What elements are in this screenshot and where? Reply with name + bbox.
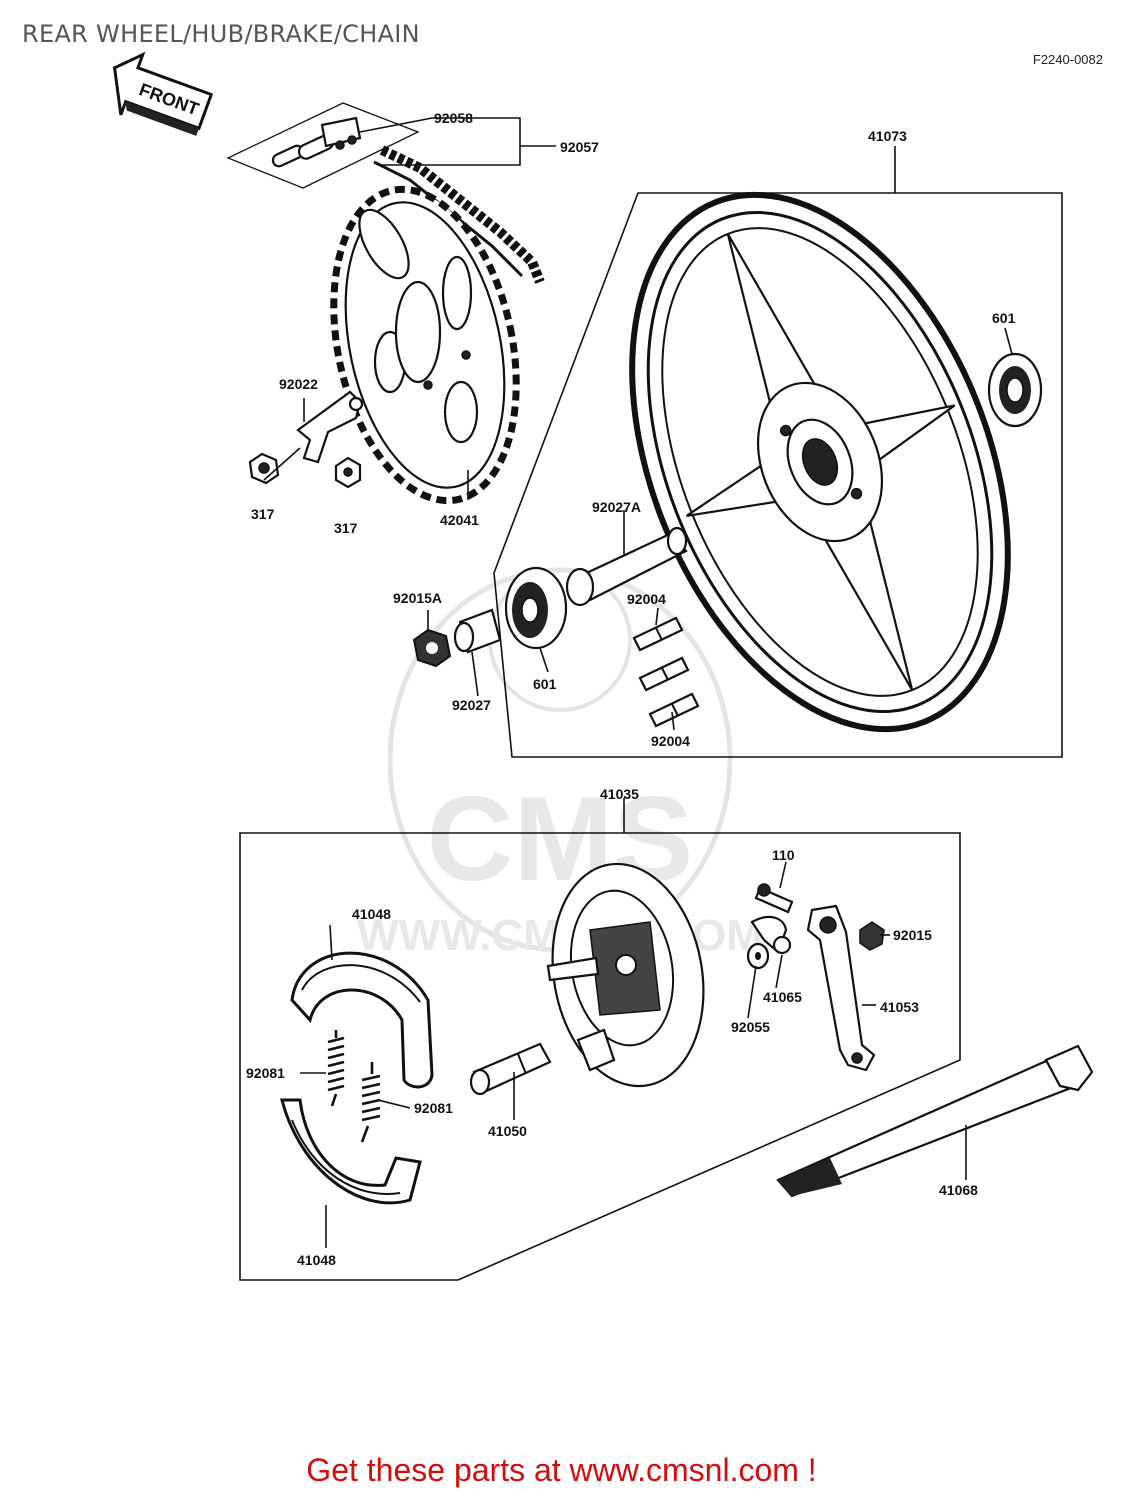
part-label-92022: 92022 — [279, 376, 318, 392]
part-label-41050: 41050 — [488, 1123, 527, 1139]
brake-panel — [546, 862, 705, 1088]
part-label-92055: 92055 — [731, 1019, 770, 1035]
part-label-601-right: 601 — [992, 310, 1016, 326]
part-label-41068: 41068 — [939, 1182, 978, 1198]
chain-joint-kit — [226, 102, 420, 189]
front-arrow-icon: FRONT — [112, 51, 214, 136]
wheel-assembly-bracket — [493, 192, 1063, 758]
part-label-92057: 92057 — [560, 139, 599, 155]
footer-link[interactable]: Get these parts at www.cmsnl.com ! — [306, 1452, 817, 1488]
part-label-92081-right: 92081 — [414, 1100, 453, 1116]
spring-92081-left — [327, 1030, 345, 1107]
wear-indicator-41065 — [750, 915, 792, 955]
stud-92004-c — [648, 692, 700, 728]
bearing-601-left — [504, 566, 568, 650]
part-label-92004-top: 92004 — [627, 591, 666, 607]
stud-92004-a — [632, 616, 684, 652]
rear-sprocket — [330, 185, 520, 505]
part-label-317-b: 317 — [334, 520, 358, 536]
nut-92015 — [859, 921, 885, 951]
part-label-41035: 41035 — [600, 786, 639, 802]
part-label-92058: 92058 — [434, 110, 473, 126]
spring-92081-right — [360, 1062, 381, 1143]
cam-lever-41053 — [806, 904, 876, 1072]
brake-shoe-lower — [280, 1098, 422, 1205]
part-label-41048-bottom: 41048 — [297, 1252, 336, 1268]
diagram-title: REAR WHEEL/HUB/BRAKE/CHAIN — [22, 20, 420, 48]
part-label-41053: 41053 — [880, 999, 919, 1015]
part-label-92081-left: 92081 — [246, 1065, 285, 1081]
axle-41068 — [776, 1044, 1094, 1198]
brake-cam-41050 — [469, 1042, 552, 1096]
bolt-110 — [754, 883, 794, 914]
rear-wheel-41073 — [629, 191, 1011, 733]
part-label-92027A: 92027A — [592, 499, 641, 515]
collar-92027 — [453, 608, 502, 654]
part-label-92027: 92027 — [452, 697, 491, 713]
part-label-41048-top: 41048 — [352, 906, 391, 922]
part-label-92004-bottom: 92004 — [651, 733, 690, 749]
part-label-601-left: 601 — [533, 676, 557, 692]
nut-317-b — [334, 456, 362, 489]
part-label-92015: 92015 — [893, 927, 932, 943]
part-label-41073: 41073 — [868, 128, 907, 144]
stud-92004-b — [638, 656, 690, 692]
collar-92027A — [565, 526, 688, 607]
bearing-601-right — [987, 352, 1043, 428]
part-label-42041: 42041 — [440, 512, 479, 528]
washer-92055 — [746, 942, 770, 970]
part-label-92015A: 92015A — [393, 590, 442, 606]
leader-lines — [263, 117, 1013, 1248]
brake-assembly-bracket — [239, 832, 961, 1281]
brake-shoe-upper — [290, 951, 434, 1089]
figure-code: F2240-0082 — [1032, 52, 1103, 67]
part-label-41065: 41065 — [763, 989, 802, 1005]
nut-92015A — [412, 628, 452, 668]
part-label-110: 110 — [772, 847, 795, 863]
nut-317-a — [248, 452, 280, 485]
part-label-317-a: 317 — [251, 506, 275, 522]
sprocket-lock-washer — [296, 390, 364, 464]
part-labels: 92058 92057 41073 601 92022 317 317 4204… — [246, 110, 1016, 1268]
